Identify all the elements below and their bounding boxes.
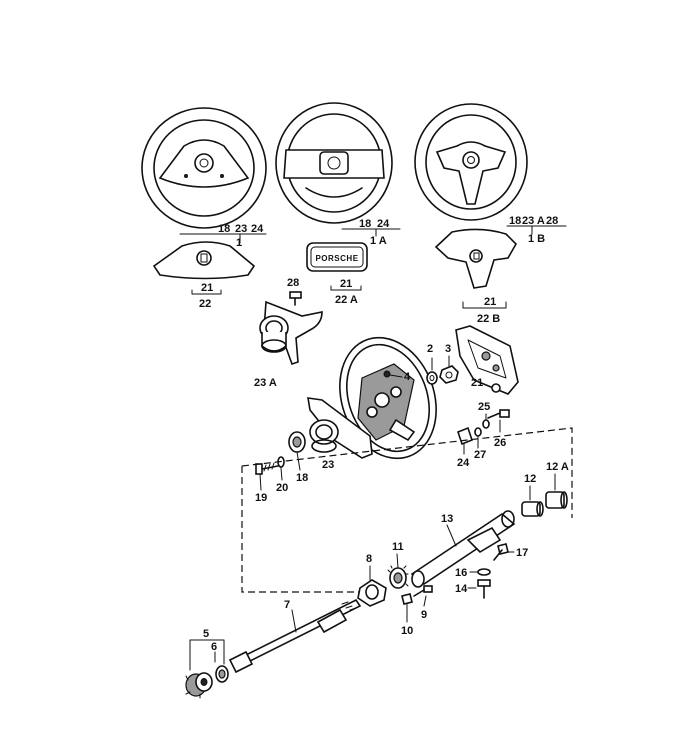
leader-4 xyxy=(389,374,403,378)
callout-21a: 21 xyxy=(201,282,213,294)
callout-23a: 23 xyxy=(235,223,247,235)
callout-21b: 21 xyxy=(340,278,352,290)
callout-18a: 18 xyxy=(218,223,230,235)
callout-22: 22 xyxy=(199,298,211,310)
steering-wheel-1b xyxy=(414,103,528,221)
callout-21d: 21 xyxy=(471,377,483,389)
callout-1b: 1 B xyxy=(528,233,545,245)
callout-21c: 21 xyxy=(484,296,496,308)
callout-23: 23 xyxy=(322,459,334,471)
bushing-12a xyxy=(545,473,568,509)
callout-18b: 18 xyxy=(359,218,371,230)
washer-21 xyxy=(491,383,501,393)
screw-9 xyxy=(413,585,433,607)
callout-25: 25 xyxy=(478,401,490,413)
callout-14: 14 xyxy=(455,583,468,595)
steering-shaft-7 xyxy=(228,598,362,674)
callout-24d: 24 xyxy=(457,457,470,469)
callout-19: 19 xyxy=(255,492,267,504)
horn-pad-22 xyxy=(152,241,256,280)
hub-23a xyxy=(259,300,323,366)
washer-16 xyxy=(469,568,491,576)
callout-10: 10 xyxy=(401,625,413,637)
coupling-5 xyxy=(185,672,213,699)
nut-3 xyxy=(439,355,459,384)
gear-11 xyxy=(387,553,409,589)
callout-28: 28 xyxy=(287,277,299,289)
porsche-emblem-text: PORSCHE xyxy=(315,254,358,263)
callout-11: 11 xyxy=(392,541,404,553)
callout-18d: 18 xyxy=(296,472,308,484)
horn-pad-22a: PORSCHE xyxy=(306,242,368,272)
screw-26 xyxy=(487,409,510,433)
callout-6: 6 xyxy=(211,641,217,653)
bolt-14 xyxy=(467,579,491,599)
callout-26: 26 xyxy=(494,437,506,449)
callout-bracket-22 xyxy=(191,289,222,295)
callout-7: 7 xyxy=(284,599,290,611)
bolt-17 xyxy=(493,543,515,561)
callout-22a: 22 A xyxy=(335,294,358,306)
spring-25 xyxy=(482,413,490,429)
bushing-6 xyxy=(215,665,229,683)
callout-9: 9 xyxy=(421,609,427,621)
screw-28 xyxy=(289,291,302,306)
callout-group-wheels xyxy=(179,225,567,244)
callout-13: 13 xyxy=(441,513,453,525)
callout-bracket-22b xyxy=(462,301,507,309)
washer-27 xyxy=(474,427,482,449)
callout-bracket-5 xyxy=(189,639,225,671)
callout-28c: 28 xyxy=(546,215,558,227)
callout-12a: 12 A xyxy=(546,461,569,473)
callout-23a-c: 23 A xyxy=(522,215,545,227)
callout-3: 3 xyxy=(445,343,451,355)
callout-22b: 22 B xyxy=(477,313,500,325)
callout-17: 17 xyxy=(516,547,528,559)
washer-20 xyxy=(277,456,285,481)
screw-19 xyxy=(255,462,279,491)
assembly-boundary xyxy=(241,427,573,593)
callout-24a: 24 xyxy=(251,223,264,235)
steering-wheel-1a xyxy=(275,102,393,224)
hub-23 xyxy=(307,397,373,459)
bearing-8 xyxy=(357,565,387,607)
horn-pad-22b xyxy=(434,228,517,289)
callout-8: 8 xyxy=(366,553,372,565)
callout-5: 5 xyxy=(203,628,209,640)
callout-1: 1 xyxy=(236,237,242,249)
callout-24b: 24 xyxy=(377,218,390,230)
callout-23a: 23 A xyxy=(254,377,277,389)
callout-2: 2 xyxy=(427,343,433,355)
callout-20: 20 xyxy=(276,482,288,494)
cap-24 xyxy=(457,426,473,455)
bushing-12 xyxy=(521,485,544,517)
callout-bracket-22a xyxy=(330,285,362,291)
column-tube-13 xyxy=(410,510,516,588)
horn-pad-back xyxy=(455,325,519,395)
callout-1a: 1 A xyxy=(370,235,387,247)
callout-4: 4 xyxy=(404,371,411,383)
washer-2 xyxy=(426,357,438,385)
callout-18c: 18 xyxy=(509,215,521,227)
steering-wheel-1 xyxy=(141,107,267,229)
nut-10 xyxy=(401,593,413,623)
callout-16: 16 xyxy=(455,567,467,579)
callout-27: 27 xyxy=(474,449,486,461)
callout-12: 12 xyxy=(524,473,536,485)
ring-18 xyxy=(288,431,306,471)
